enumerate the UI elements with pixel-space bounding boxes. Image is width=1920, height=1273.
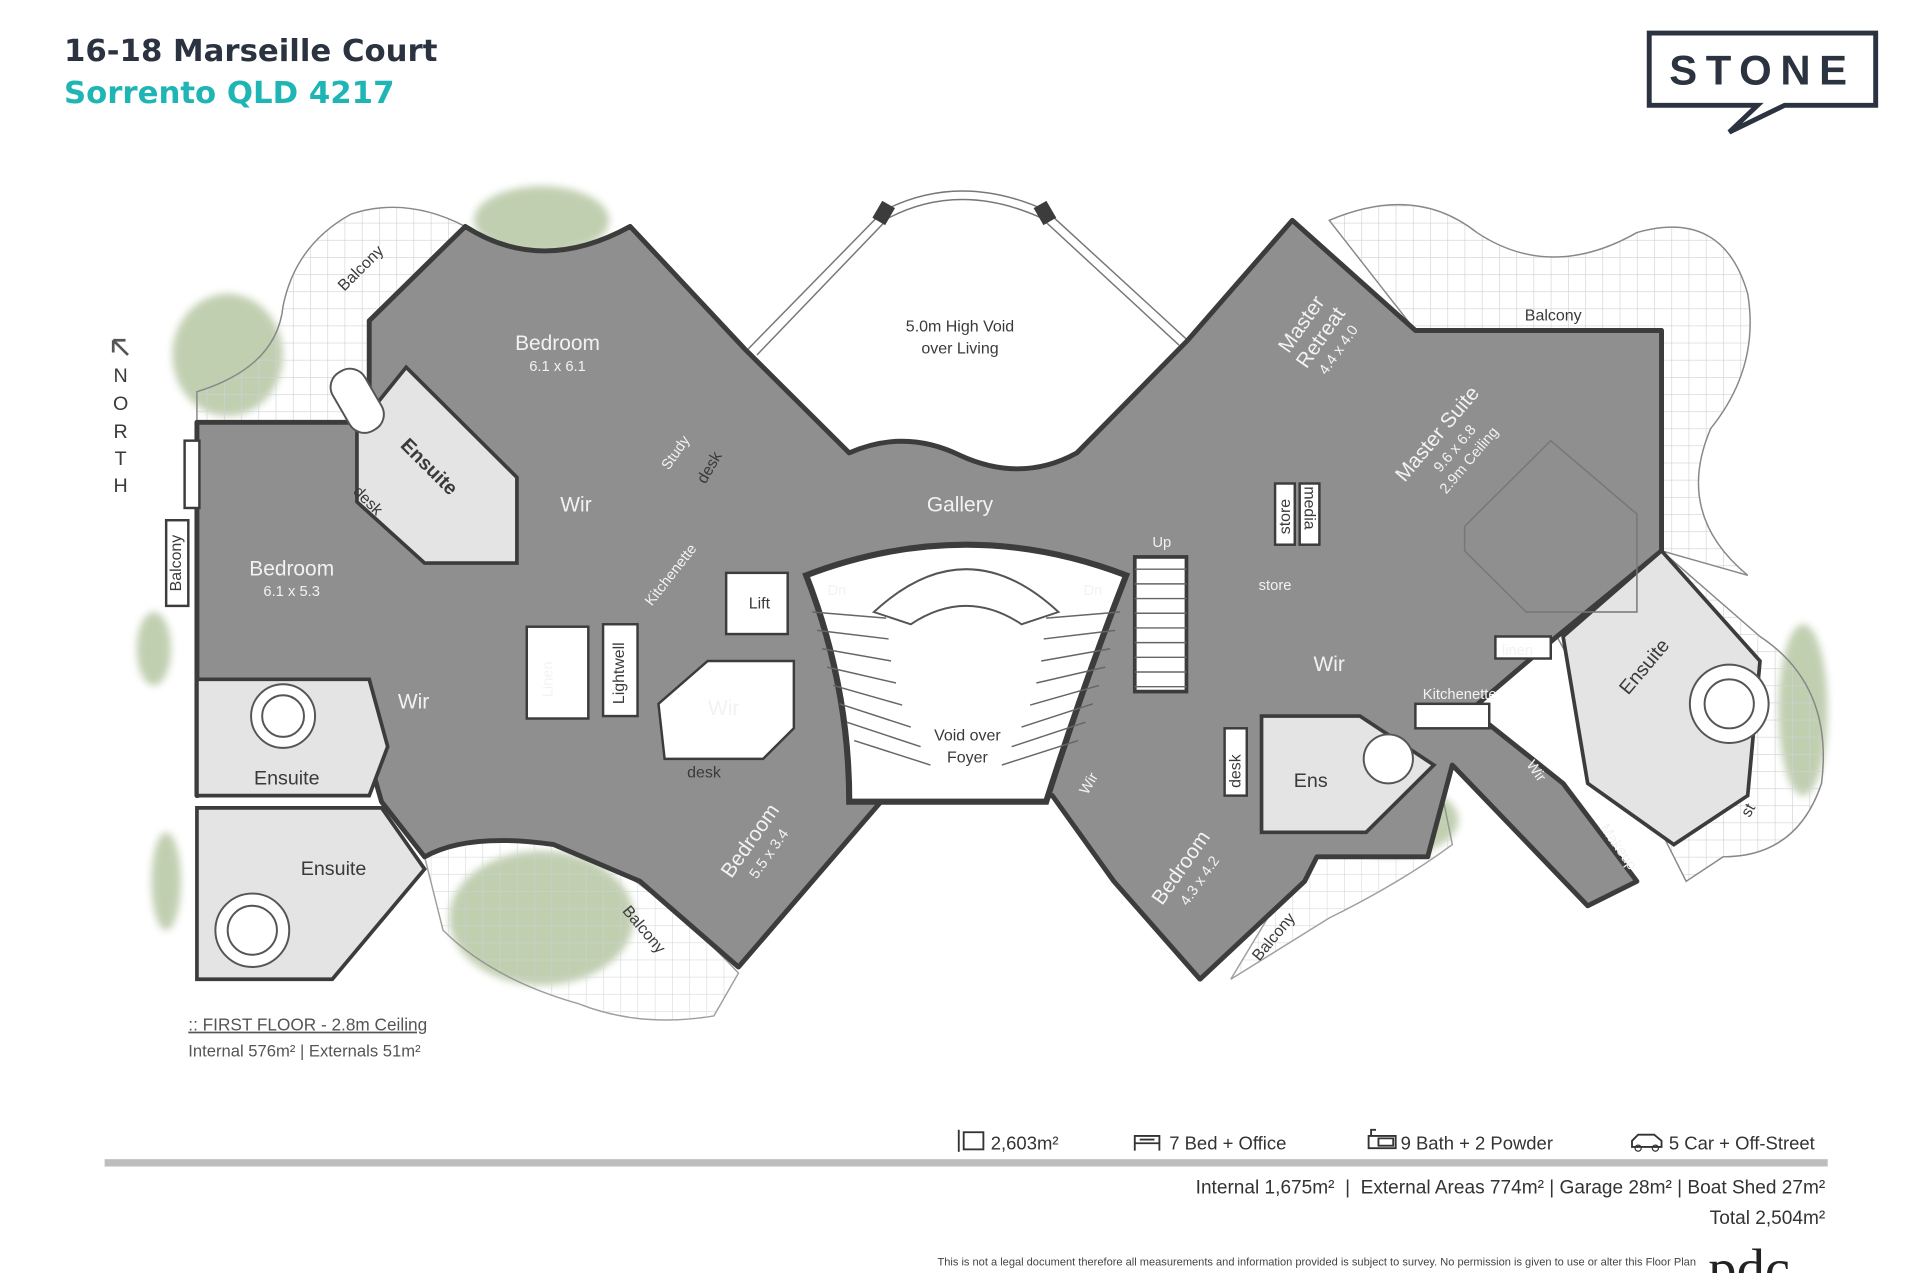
property-stats: 2,603m² 7 Bed + Office 9 Bath + 2 Powder…: [957, 1128, 1815, 1153]
void-living-label-2: over Living: [921, 341, 998, 358]
area-breakdown: Internal 1,675m² | External Areas 774m² …: [1196, 1177, 1826, 1198]
desk-label: desk: [1228, 754, 1245, 788]
balcony-label: Balcony: [168, 535, 185, 592]
compass-letter: H: [114, 475, 128, 497]
north-compass: N O R T H: [111, 338, 129, 497]
car-icon: [1631, 1133, 1663, 1152]
stone-logo: STONE: [1646, 30, 1879, 135]
linen-label: Linen: [541, 661, 557, 697]
floor-note-title: :: FIRST FLOOR - 2.8m Ceiling: [188, 1015, 427, 1035]
bedroom-dims: 6.1 x 6.1: [529, 359, 586, 375]
compass-letter: T: [115, 448, 127, 470]
address-line2: Sorrento QLD 4217: [64, 76, 394, 111]
address-line1: 16-18 Marseille Court: [64, 34, 437, 69]
stair-up-label: Up: [1152, 535, 1171, 551]
disclaimer: This is not a legal document therefore a…: [938, 1257, 1696, 1269]
compass-letter: O: [113, 393, 128, 415]
gallery-label: Gallery: [927, 494, 994, 517]
void-living-label: 5.0m High Void: [906, 319, 1014, 336]
void-living-outline: [747, 190, 1189, 356]
store-label: store: [1277, 499, 1294, 534]
bedroom-label: Bedroom: [249, 557, 334, 580]
store-label: store: [1259, 578, 1292, 594]
stair-down-label: Dn: [827, 583, 846, 599]
bedroom-label: Bedroom: [515, 332, 600, 355]
ens-label: Ens: [1294, 770, 1328, 792]
lift-label: Lift: [749, 595, 771, 612]
linen-label: linen: [1502, 643, 1533, 659]
divider-bar: [104, 1159, 1828, 1167]
stat-bedrooms: 7 Bed + Office: [1169, 1132, 1286, 1153]
wir-label: Wir: [398, 691, 429, 714]
wir-label: Wir: [708, 697, 739, 720]
ensuite-label: Ensuite: [254, 768, 320, 790]
stat-bathrooms: 9 Bath + 2 Powder: [1401, 1132, 1553, 1153]
media-label: media: [1301, 486, 1318, 529]
desk-label: desk: [687, 764, 721, 781]
bed-icon: [1133, 1134, 1161, 1151]
void-foyer-label: Void over: [934, 728, 1001, 745]
void-foyer-label-2: Foyer: [947, 750, 989, 767]
kitchenette-label: Kitchenette: [1423, 687, 1497, 703]
pdc-logo: pdc: [1708, 1239, 1790, 1273]
wet-areas: [195, 364, 1770, 982]
stair-down-label: Dn: [1083, 583, 1102, 599]
north-arrow-icon: [111, 338, 129, 356]
floor-note-areas: Internal 576m² | Externals 51m²: [188, 1041, 421, 1060]
staircase: [812, 555, 1189, 766]
ensuite-label: Ensuite: [301, 858, 367, 880]
logo-brand: STONE: [1669, 47, 1855, 94]
bedroom-dims: 6.1 x 5.3: [263, 584, 320, 600]
stat-car-spaces: 5 Car + Off-Street: [1669, 1132, 1815, 1153]
balcony-label: Balcony: [1525, 308, 1582, 325]
lightwell-label: Lightwell: [611, 642, 628, 704]
area-total: Total 2,504m²: [1710, 1208, 1826, 1229]
bath-icon: [1367, 1128, 1397, 1150]
wir-label: Wir: [1314, 653, 1345, 676]
compass-letter: N: [114, 365, 128, 387]
stat-land-area: 2,603m²: [991, 1132, 1059, 1153]
land-area-icon: [957, 1129, 985, 1152]
compass-letter: R: [114, 421, 128, 443]
joinery: [164, 439, 1638, 797]
wir-label: Wir: [560, 494, 591, 517]
